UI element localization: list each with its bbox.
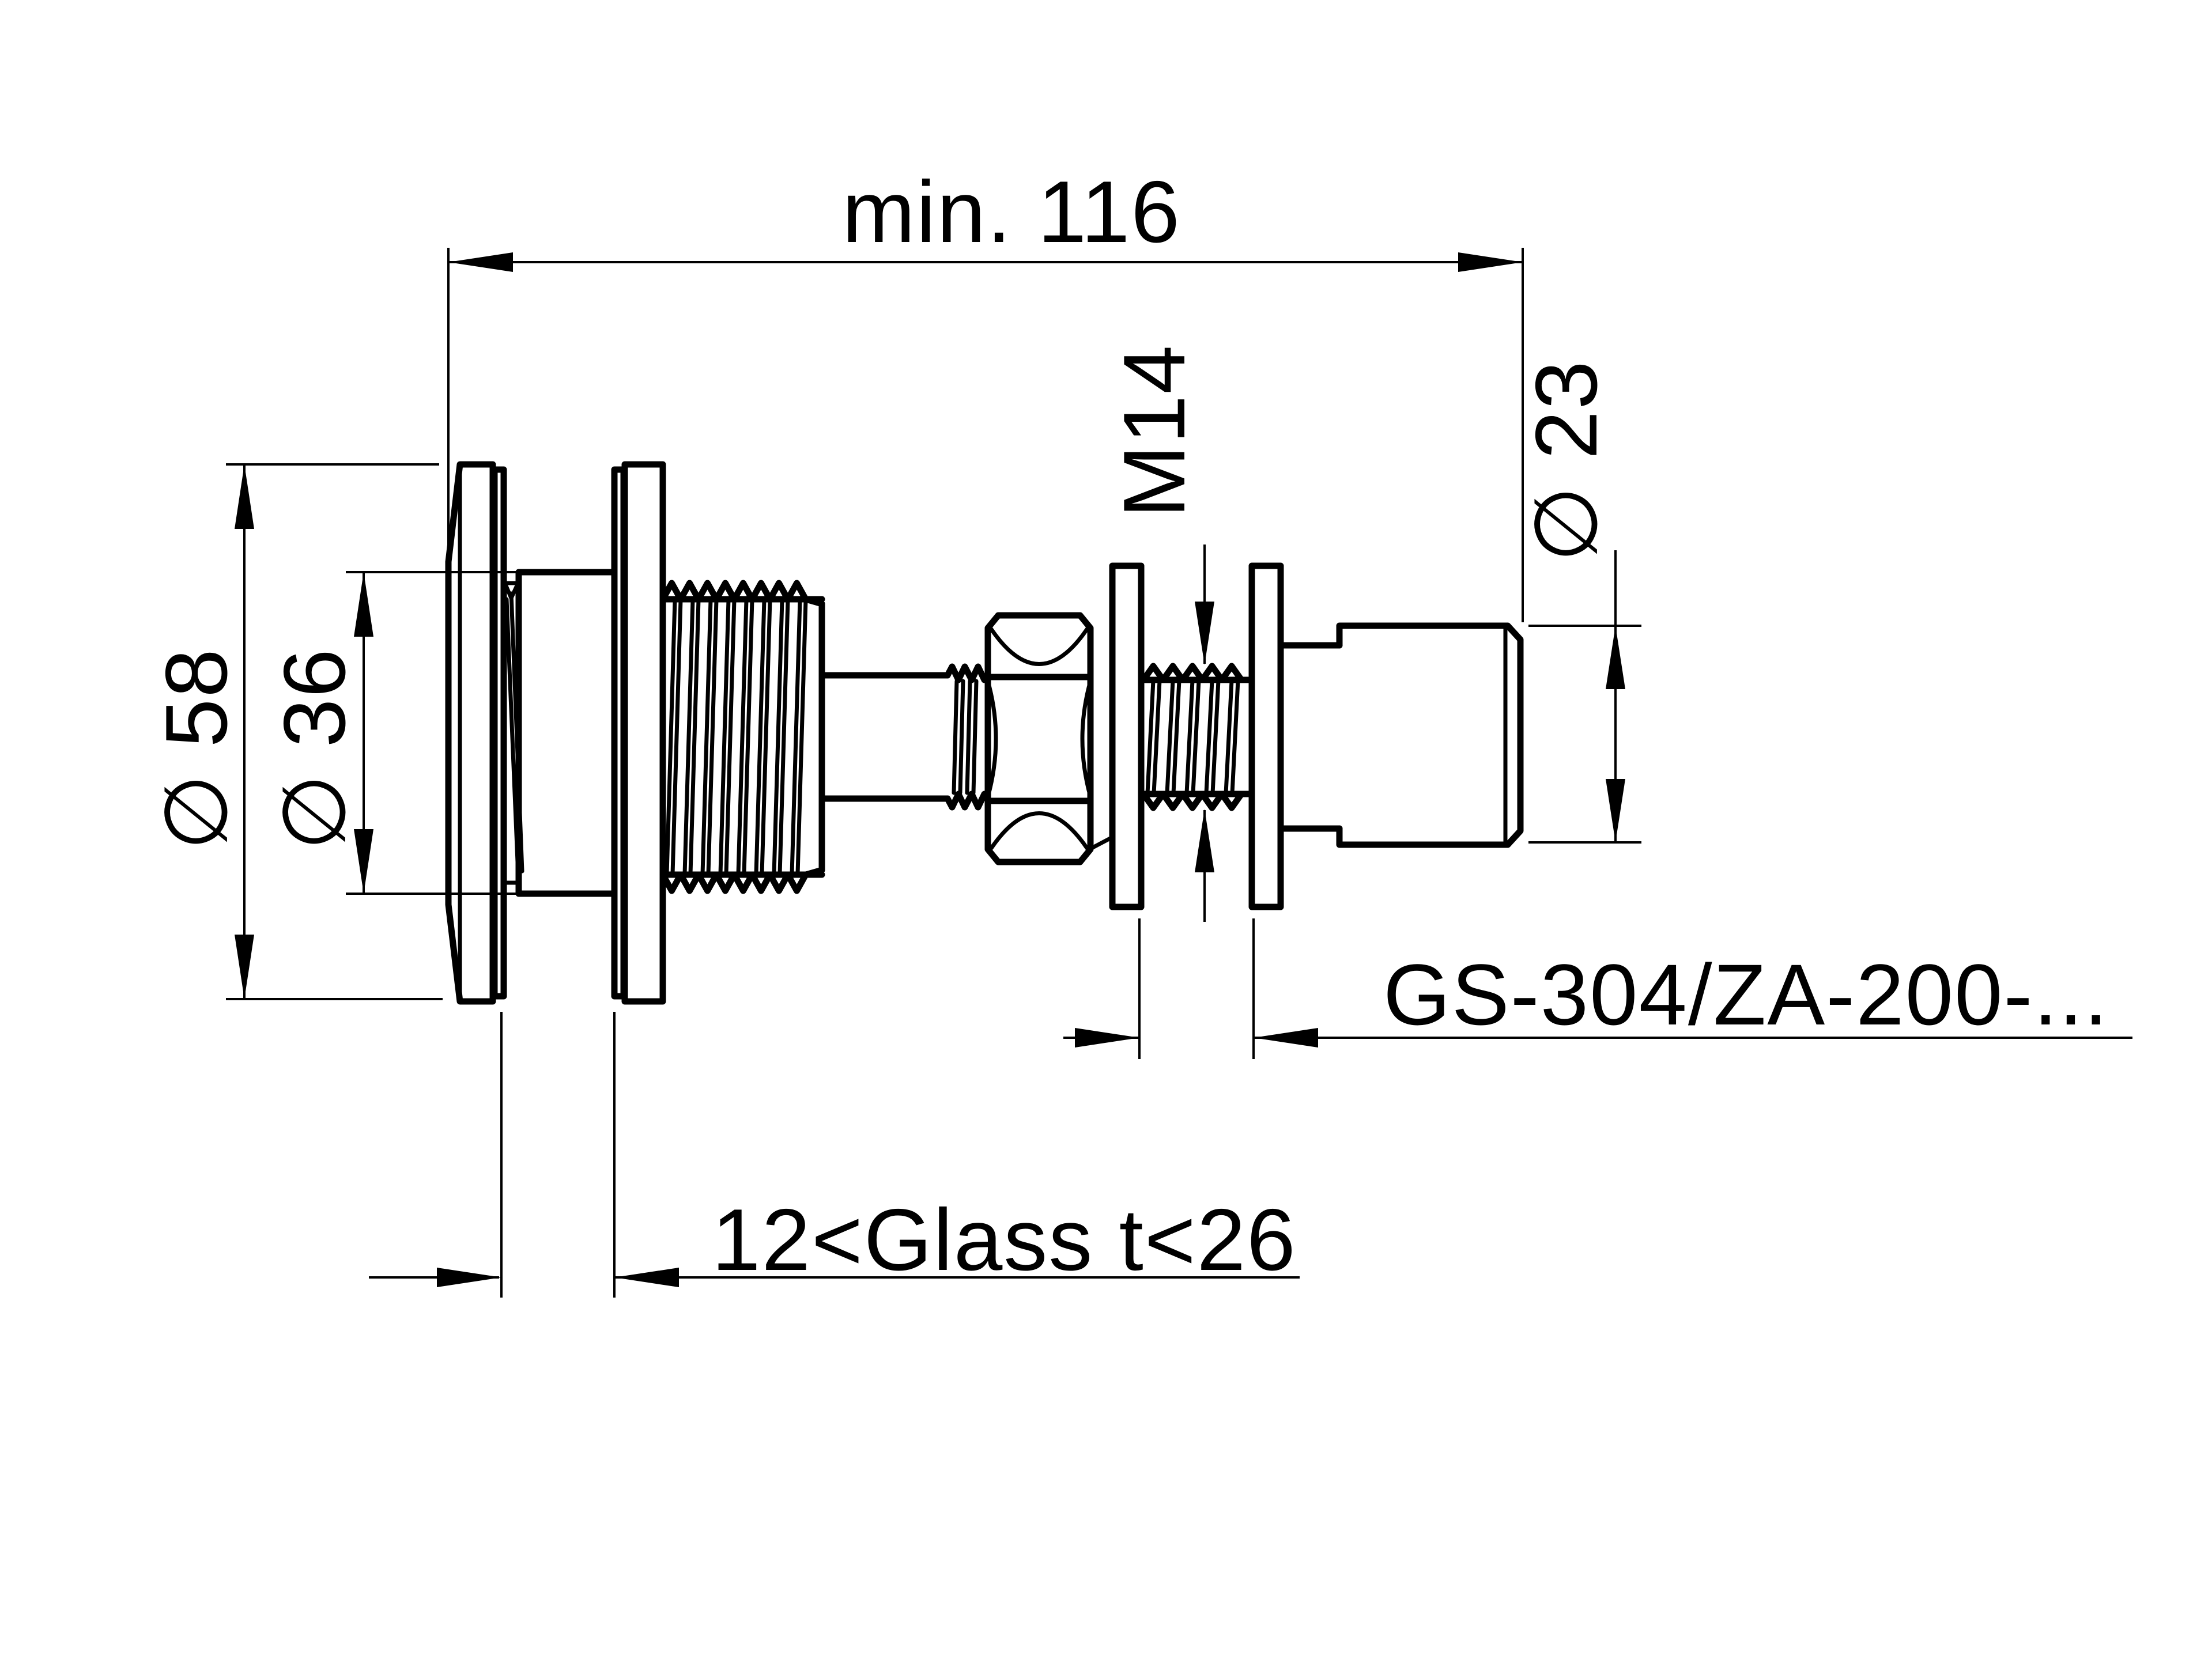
dim-body-diameter: ∅ 36 [266, 571, 518, 895]
arrow-down-icon [1195, 602, 1214, 665]
arrow-down-icon [1606, 779, 1625, 842]
dim-glass-thickness: 12<Glass t<26 [369, 1012, 1300, 1298]
flange-washer [611, 461, 666, 1005]
disc-gasket [491, 466, 507, 1000]
arrow-left-icon [1254, 1028, 1318, 1048]
arrow-left-icon [448, 252, 513, 272]
arrow-up-icon [1195, 809, 1214, 872]
label-body-diameter: ∅ 36 [266, 648, 364, 850]
arrow-up-icon [1606, 626, 1625, 689]
label-overall-length: min. 116 [842, 163, 1181, 261]
threaded-bushing [659, 580, 825, 894]
arrow-right-icon [1075, 1028, 1139, 1048]
label-head-diameter: ∅ 23 [1518, 360, 1615, 562]
arrow-down-icon [235, 935, 254, 999]
label-product-code: GS-304/ZA-200-... [1383, 946, 2109, 1043]
part-outline [445, 461, 1524, 1005]
label-flange-diameter: ∅ 58 [148, 648, 246, 850]
glass-body [501, 569, 617, 897]
dim-overall-length: min. 116 [447, 163, 1524, 622]
arrow-left-icon [614, 1268, 679, 1287]
arrow-up-icon [235, 464, 254, 529]
arrow-right-icon [1458, 252, 1523, 272]
arrow-up-icon [354, 572, 373, 637]
hex-nut [984, 612, 1116, 865]
dim-head-diameter: ∅ 23 [1518, 360, 1641, 844]
cylinder-head [1277, 622, 1524, 848]
seal-taper [504, 591, 524, 878]
stud-thread-m14 [1138, 663, 1255, 811]
clamp-washer-rear [1248, 562, 1284, 910]
arrow-down-icon [354, 829, 373, 894]
label-glass-thickness: 12<Glass t<26 [712, 1191, 1297, 1289]
flange-disc [445, 461, 507, 1005]
clamp-washer-front [1109, 562, 1145, 910]
arrow-right-icon [437, 1268, 501, 1287]
dim-flange-diameter: ∅ 58 [148, 463, 443, 1000]
label-stud-thread: M14 [1105, 344, 1203, 518]
stud-shaft [818, 663, 991, 811]
dim-product-code: GS-304/ZA-200-... [1063, 918, 2132, 1059]
dim-stud-thread: M14 [1105, 344, 1214, 922]
